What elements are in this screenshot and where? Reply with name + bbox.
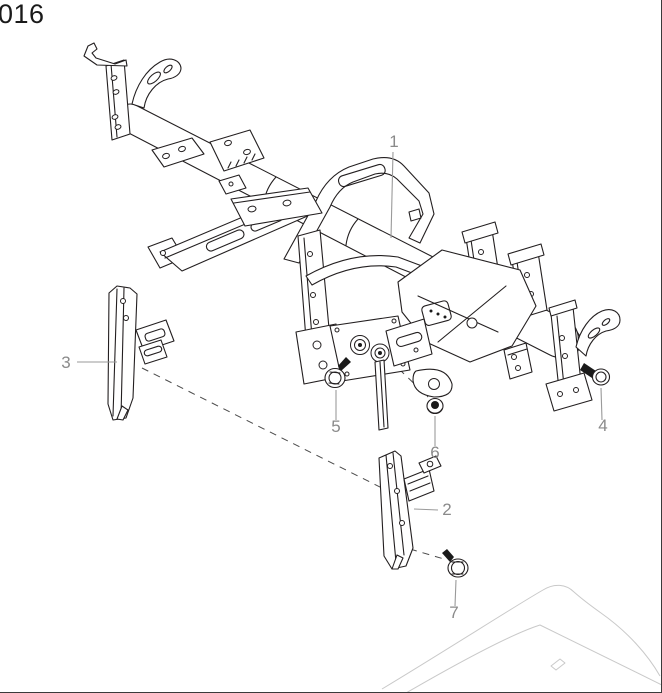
center-vertical-brace bbox=[295, 229, 345, 385]
callout-4-number[interactable]: 4 bbox=[598, 416, 607, 435]
bolt-7 bbox=[442, 549, 469, 578]
callout-2-leader bbox=[413, 508, 439, 511]
bolt-4-thread-shank bbox=[580, 363, 596, 378]
left-hook-bracket bbox=[83, 42, 128, 67]
callout-2-number[interactable]: 2 bbox=[442, 500, 451, 519]
body-outline-roof-line bbox=[381, 584, 661, 690]
callout-4-leader bbox=[600, 387, 603, 421]
callout-7-leader bbox=[454, 579, 457, 607]
callouts: 1 2 3 4 5 6 7 bbox=[61, 132, 607, 622]
small-side-bracket bbox=[503, 342, 533, 380]
callout-1-number[interactable]: 1 bbox=[389, 132, 398, 151]
support-foot bbox=[412, 368, 453, 398]
callout-6[interactable]: 6 bbox=[430, 416, 440, 462]
left-curved-arm bbox=[131, 58, 182, 109]
callout-2[interactable]: 2 bbox=[413, 500, 452, 519]
bolt-4-flange bbox=[591, 368, 611, 386]
tube-bracket-block bbox=[209, 129, 265, 172]
callout-1-leader bbox=[390, 151, 394, 239]
bolt-5-thread-tip bbox=[338, 357, 351, 371]
callout-3-number[interactable]: 3 bbox=[61, 353, 70, 372]
vehicle-body-outline bbox=[381, 584, 661, 692]
body-outline-slot bbox=[550, 658, 566, 671]
nut-6-bore bbox=[431, 401, 439, 409]
steering-support-plate bbox=[397, 249, 537, 363]
crossmember-assembly bbox=[83, 42, 621, 431]
callout-7-number[interactable]: 7 bbox=[449, 603, 458, 622]
callout-4[interactable]: 4 bbox=[598, 387, 608, 435]
dashed-line-nut-6 bbox=[398, 368, 429, 398]
callout-6-number[interactable]: 6 bbox=[430, 443, 439, 462]
right-end-foot bbox=[545, 372, 593, 412]
bolt-5-flange bbox=[324, 367, 346, 389]
tube-clip bbox=[218, 174, 247, 195]
callout-3[interactable]: 3 bbox=[61, 353, 117, 372]
left-end-bracket bbox=[105, 59, 131, 141]
nut-6 bbox=[426, 397, 444, 415]
callout-5-number[interactable]: 5 bbox=[331, 417, 340, 436]
bolt-4-hex-head bbox=[595, 371, 607, 383]
bolt-4 bbox=[580, 363, 611, 386]
tube-bracket-flat bbox=[151, 137, 205, 168]
callout-7[interactable]: 7 bbox=[449, 579, 459, 622]
dashed-line-bolt-7 bbox=[409, 548, 445, 560]
arch-small-hole bbox=[408, 208, 422, 222]
center-stay-side-bracket bbox=[403, 455, 442, 502]
bolt-5 bbox=[324, 357, 351, 389]
bolt-7-thread-tip bbox=[442, 549, 454, 562]
slotted-subplate bbox=[385, 318, 433, 367]
left-stay-fork bbox=[116, 405, 129, 421]
left-stay-bracket bbox=[107, 285, 175, 421]
hanging-strip bbox=[374, 359, 389, 431]
callout-1[interactable]: 1 bbox=[389, 132, 399, 239]
figure-code: 016 bbox=[0, 0, 45, 29]
callout-5[interactable]: 5 bbox=[331, 390, 341, 436]
long-flat-bracket bbox=[230, 187, 323, 227]
left-stay-side-clip bbox=[135, 319, 175, 365]
center-stay-bracket bbox=[378, 450, 442, 570]
dashed-line-left-stay-to-center-stay bbox=[141, 367, 389, 492]
body-outline-inner-line bbox=[406, 624, 661, 692]
right-curved-arm bbox=[575, 309, 621, 357]
center-stay-fork bbox=[391, 554, 404, 570]
